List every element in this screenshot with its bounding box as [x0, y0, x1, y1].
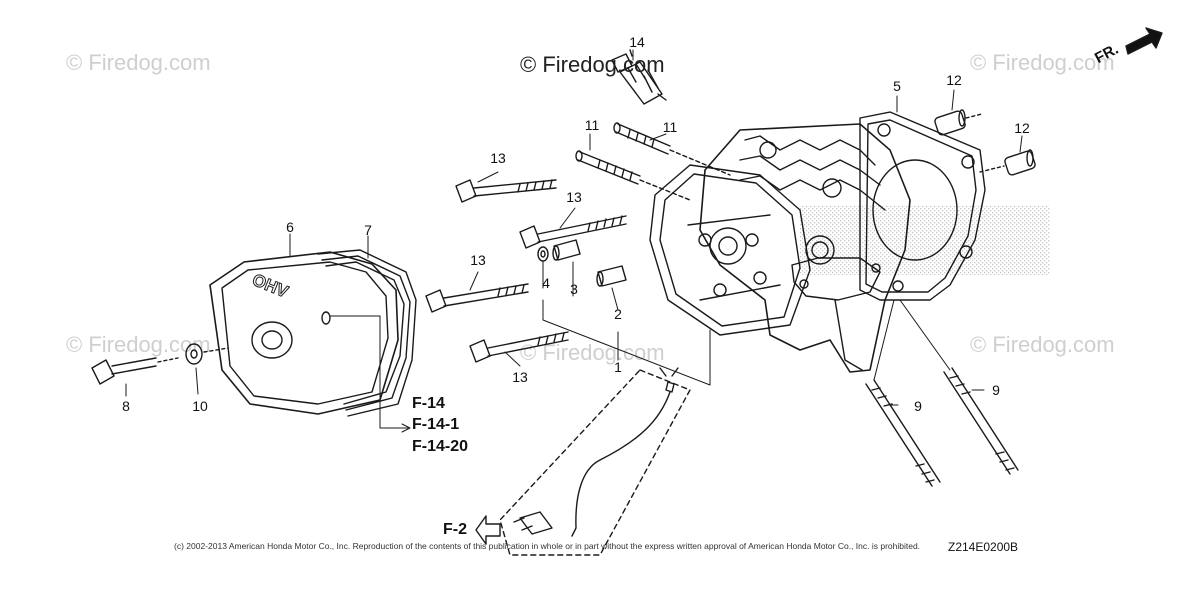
callout-13b[interactable]: 13: [566, 189, 582, 205]
callout-11b[interactable]: 11: [662, 119, 678, 135]
callout-1[interactable]: 1: [614, 359, 622, 375]
watermark-top-left: © Firedog.com: [66, 50, 211, 75]
callout-12a[interactable]: 12: [946, 72, 962, 88]
washer-4: [537, 246, 549, 262]
stud-9b: [943, 367, 1019, 475]
head-gasket: [859, 111, 986, 301]
figure-ref-f2[interactable]: F-2: [443, 521, 467, 538]
bolt-13d: [469, 331, 569, 363]
callout-2[interactable]: 2: [614, 306, 622, 322]
watermark-mid-right: © Firedog.com: [970, 332, 1115, 357]
head-cover-packing: [317, 249, 417, 417]
stud-bolt-11b: [613, 122, 731, 176]
callout-6[interactable]: 6: [286, 219, 294, 235]
figure-ref-f14[interactable]: F-14: [412, 395, 445, 412]
leader-lines: [125, 49, 1023, 433]
callout-9b[interactable]: 9: [992, 382, 1000, 398]
watermark-stipple: [800, 205, 1050, 275]
head-cover-seal: [649, 164, 811, 336]
callout-13d[interactable]: 13: [512, 369, 528, 385]
watermark-center: © Firedog.com: [520, 52, 665, 77]
callout-3[interactable]: 3: [570, 281, 578, 297]
bolt-13c: [425, 283, 529, 313]
callout-9a[interactable]: 9: [914, 398, 922, 414]
callout-4[interactable]: 4: [542, 275, 550, 291]
stud-bolt-11a: [575, 150, 691, 201]
figure-ref-f14-1[interactable]: F-14-1: [412, 416, 460, 433]
callout-7[interactable]: 7: [364, 222, 372, 238]
front-arrow-icon: [1125, 27, 1163, 55]
bolt-8: [91, 357, 179, 385]
collar-3: [552, 239, 581, 261]
bolt-13b: [519, 215, 627, 249]
sensor-harness: [499, 367, 691, 556]
callout-14[interactable]: 14: [629, 34, 645, 50]
figure-ref-f14-20[interactable]: F-14-20: [412, 438, 469, 455]
diagram-code: Z214E0200B: [948, 540, 1019, 554]
callout-12b[interactable]: 12: [1014, 120, 1030, 136]
f2-arrow-icon: [475, 515, 501, 545]
svg-text:OHV: OHV: [250, 270, 292, 302]
watermark-top-right: © Firedog.com: [970, 50, 1115, 75]
callout-5[interactable]: 5: [893, 78, 901, 94]
spark-plug: [611, 49, 667, 105]
callout-13c[interactable]: 13: [470, 252, 486, 268]
callout-13a[interactable]: 13: [490, 150, 506, 166]
collar-2: [596, 265, 627, 287]
head-cover: OHV: [209, 251, 399, 415]
stud-9a: [865, 379, 941, 487]
dowel-pin-12b: [979, 149, 1036, 176]
callout-11a[interactable]: 11: [584, 117, 600, 133]
callout-10[interactable]: 10: [192, 398, 208, 414]
callout-8[interactable]: 8: [122, 398, 130, 414]
bolt-13a: [455, 179, 557, 203]
dowel-pin-12a: [934, 109, 983, 136]
copyright-notice: (c) 2002-2013 American Honda Motor Co., …: [174, 541, 921, 551]
washer-10: [185, 343, 229, 365]
